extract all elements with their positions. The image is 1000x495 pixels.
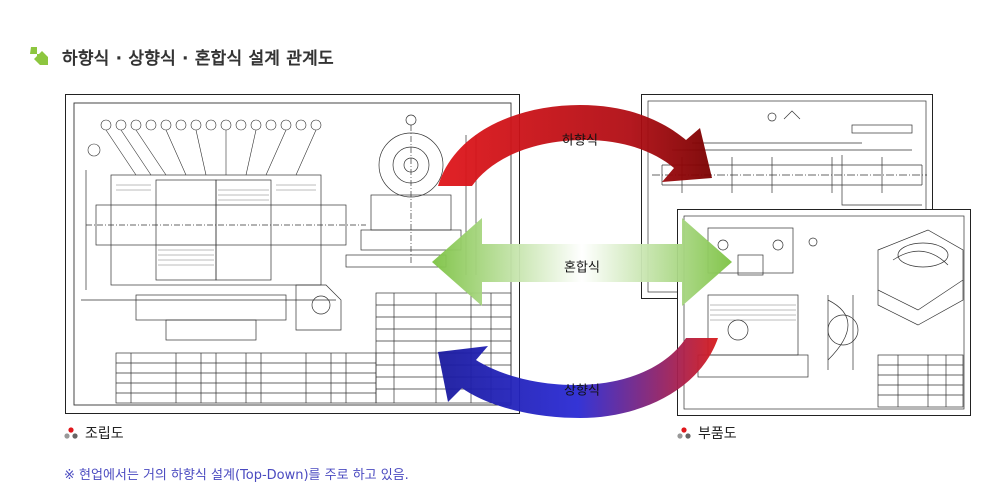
hybrid-arrow [432,218,732,306]
bottom-up-label: 상향식 [564,383,600,399]
part-drawing-sheet-2 [677,209,971,416]
hybrid-label: 혼합식 [564,260,600,276]
top-down-label: 하향식 [562,133,598,149]
three-dots-icon [676,426,692,440]
page-title: 하향식 · 상향식 · 혼합식 설계 관계도 [28,41,334,71]
assembly-caption-text: 조립도 [85,426,124,442]
green-arrow-icon [28,45,50,67]
assembly-caption: 조립도 [63,423,124,443]
three-dots-icon [63,426,79,440]
part-caption-text: 부품도 [698,426,737,442]
title-text: 하향식 · 상향식 · 혼합식 설계 관계도 [62,48,334,69]
top-down-arrow [438,105,712,186]
bottom-up-arrow [438,338,718,418]
footnote: ※ 현업에서는 거의 하향식 설계(Top-Down)를 주로 하고 있음. [64,468,409,483]
part-caption: 부품도 [676,423,737,443]
part-drawing-2-illustration [683,215,965,410]
